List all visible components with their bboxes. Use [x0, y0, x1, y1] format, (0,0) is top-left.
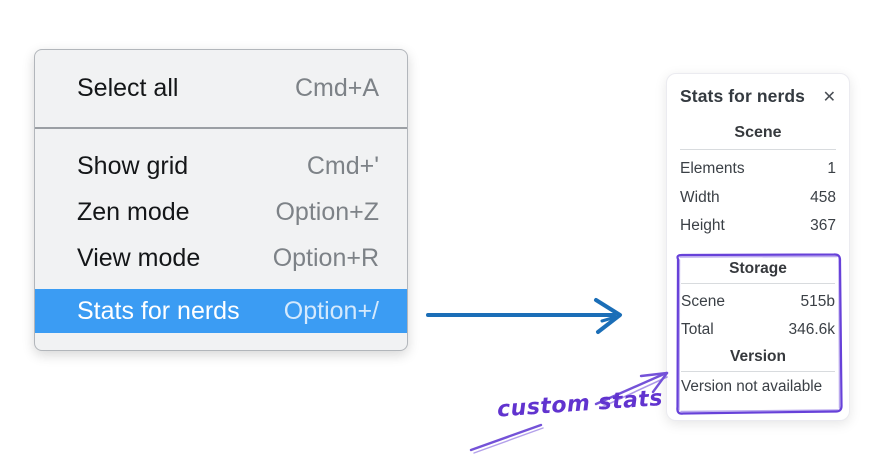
stat-label: Total	[681, 320, 714, 338]
stat-value: 515b	[800, 292, 835, 310]
stat-value: 346.6k	[788, 320, 835, 338]
version-note: Version not available	[681, 377, 823, 395]
stat-value: 458	[810, 188, 836, 206]
menu-item-shortcut: Option+Z	[275, 197, 379, 226]
section-divider	[681, 282, 835, 284]
menu-item-shortcut: Option+/	[283, 296, 379, 325]
menu-item-label: Stats for nerds	[77, 296, 240, 325]
menu-item-label: View mode	[77, 243, 201, 272]
menu-group-spacer	[35, 281, 407, 289]
storage-section-header: Storage	[729, 259, 787, 277]
sketch-rectangle-icon	[676, 252, 843, 415]
version-section-header: Version	[730, 347, 786, 365]
stat-row-total-size: Total 346.6k	[681, 316, 835, 344]
menu-item-label: Zen mode	[77, 197, 190, 226]
menu-item-view-mode[interactable]: View mode Option+R	[35, 235, 407, 281]
close-button[interactable]: ✕	[822, 86, 836, 106]
stat-row-width: Width 458	[680, 184, 836, 213]
menu-item-label: Show grid	[77, 151, 189, 180]
context-menu: Select all Cmd+A Show grid Cmd+' Zen mod…	[34, 49, 408, 351]
stat-row-scene-size: Scene 515b	[681, 288, 835, 316]
custom-stats-section: Storage Scene 515b Total 346.6k Version …	[673, 252, 843, 415]
menu-item-shortcut: Cmd+A	[294, 74, 379, 102]
stat-row-elements: Elements 1	[680, 155, 836, 184]
stat-label: Elements	[680, 160, 745, 177]
stats-panel-title: Stats for nerds	[680, 86, 805, 106]
stat-row-height: Height 367	[680, 212, 836, 241]
menu-item-stats-for-nerds[interactable]: Stats for nerds Option+/	[35, 289, 407, 333]
stats-panel: Stats for nerds ✕ Scene Elements 1 Width…	[666, 73, 850, 421]
section-divider	[680, 149, 836, 150]
menu-item-shortcut: Option+R	[272, 243, 379, 272]
stat-label: Scene	[681, 292, 725, 310]
stats-panel-header: Stats for nerds ✕	[680, 86, 836, 107]
stat-value: 1	[827, 160, 836, 177]
stat-label: Width	[680, 188, 720, 206]
stat-label: Height	[680, 217, 725, 234]
section-divider	[681, 370, 835, 372]
menu-item-select-all[interactable]: Select all Cmd+A	[35, 50, 407, 127]
menu-item-shortcut: Cmd+'	[306, 151, 379, 180]
menu-item-label: Select all	[77, 74, 179, 102]
stat-value: 367	[810, 217, 836, 234]
menu-item-zen-mode[interactable]: Zen mode Option+Z	[35, 189, 407, 235]
close-icon: ✕	[822, 86, 836, 106]
annotation-arrow-icon	[469, 371, 669, 454]
menu-item-show-grid[interactable]: Show grid Cmd+'	[35, 143, 407, 189]
menu-divider	[35, 127, 407, 129]
scene-section-header: Scene	[734, 124, 782, 141]
menu-group-spacer	[35, 129, 407, 143]
flow-arrow-icon	[426, 298, 622, 334]
